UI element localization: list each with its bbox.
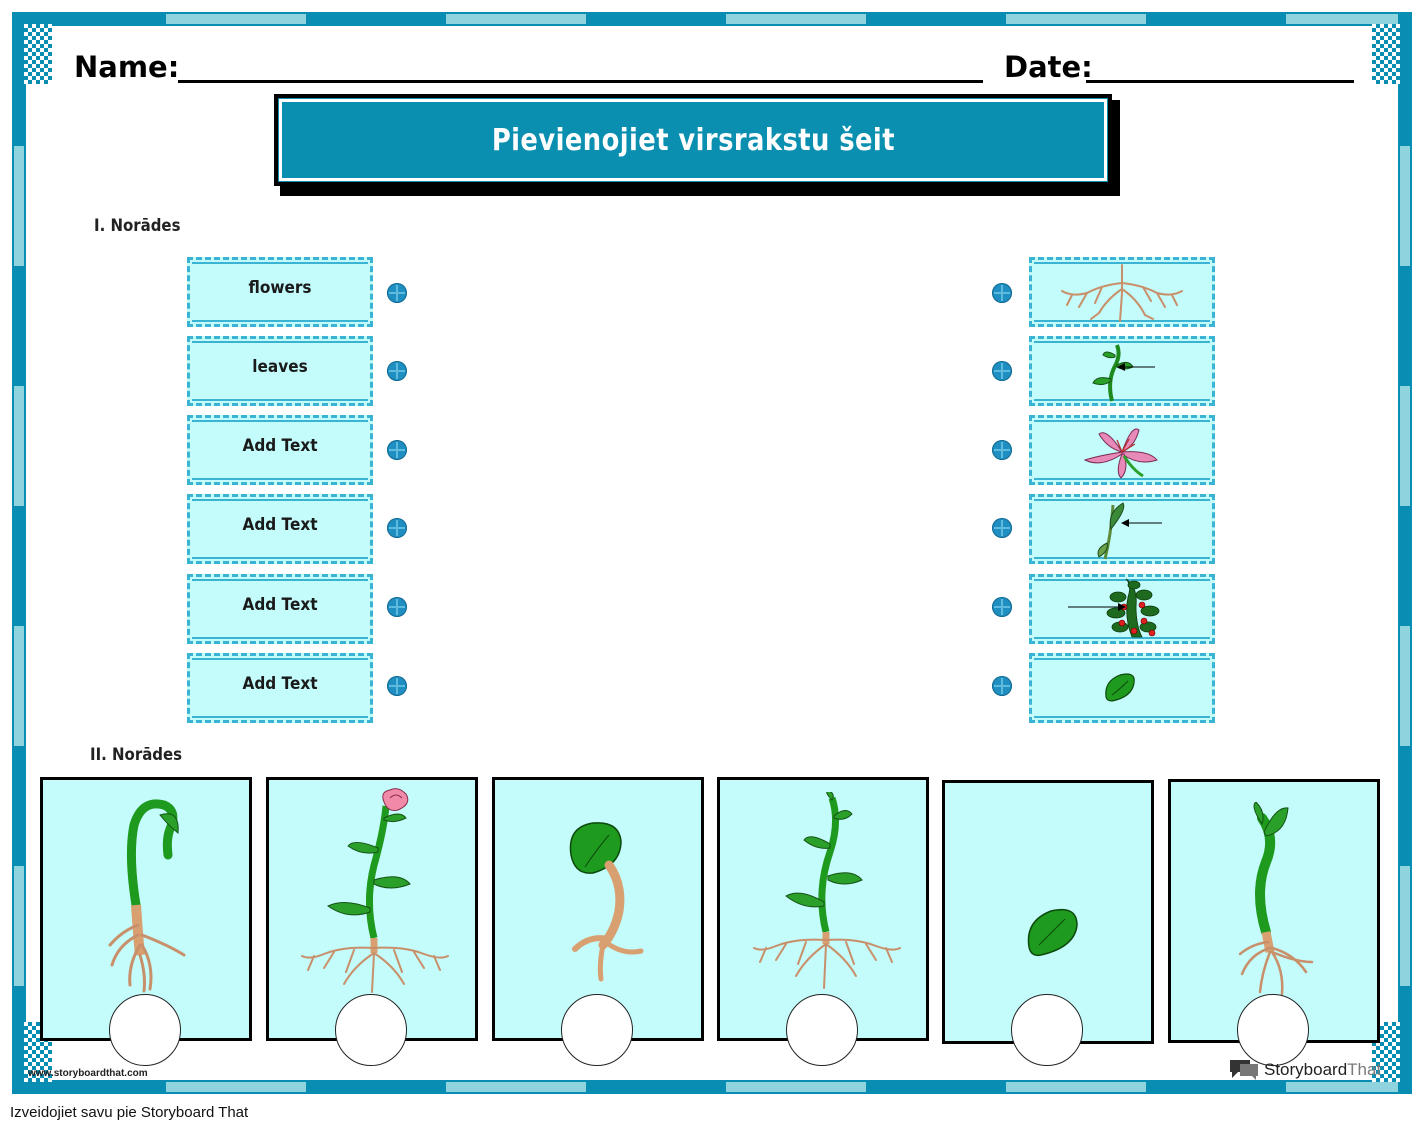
sequence-panel[interactable] — [40, 777, 252, 1066]
border-stripe-top — [26, 14, 1398, 24]
match-dot-right[interactable] — [992, 597, 1012, 617]
tomato-plant-arrow-icon — [1068, 578, 1160, 638]
match-dot-left[interactable] — [387, 676, 407, 696]
left-card-text: Add Text — [242, 436, 318, 456]
order-circle[interactable] — [335, 994, 407, 1066]
left-card[interactable]: flowers — [187, 257, 373, 327]
stem-with-leaves-arrow-icon — [1092, 344, 1155, 402]
order-circle[interactable] — [1237, 994, 1309, 1066]
left-card-text: Add Text — [242, 515, 318, 535]
sequence-panel[interactable] — [1168, 779, 1380, 1066]
section-1-label: I. Norādes — [94, 216, 181, 236]
name-label: Name: — [74, 50, 180, 84]
right-card[interactable] — [1029, 257, 1215, 327]
sequence-panel[interactable] — [492, 777, 704, 1066]
sequence-panel[interactable] — [717, 777, 929, 1066]
left-card-text: leaves — [252, 357, 308, 377]
left-card-text: Add Text — [242, 595, 318, 615]
border-stripe-bottom — [26, 1082, 1398, 1092]
right-card[interactable] — [1029, 574, 1215, 644]
seed-icon — [1105, 673, 1135, 702]
match-dot-right[interactable] — [992, 676, 1012, 696]
left-card[interactable]: Add Text — [187, 653, 373, 723]
left-card[interactable]: leaves — [187, 336, 373, 406]
section-2-label: II. Norādes — [90, 745, 183, 765]
germinating-seed-icon — [569, 822, 644, 982]
seedling-with-roots-icon — [1238, 802, 1314, 996]
match-dot-right[interactable] — [992, 283, 1012, 303]
left-card[interactable]: Add Text — [187, 574, 373, 644]
right-card[interactable] — [1029, 653, 1215, 723]
match-dot-left[interactable] — [387, 361, 407, 381]
border-stripe-right — [1400, 26, 1410, 1080]
roots-icon — [1061, 264, 1183, 322]
brand-light: That — [1347, 1060, 1382, 1079]
seed-icon — [1027, 908, 1078, 957]
corner-checker — [24, 24, 52, 84]
order-circle[interactable] — [561, 994, 633, 1066]
order-circle[interactable] — [1011, 994, 1083, 1066]
match-dot-left[interactable] — [387, 518, 407, 538]
name-line[interactable] — [178, 80, 983, 83]
order-circle[interactable] — [109, 994, 181, 1066]
right-card[interactable] — [1029, 415, 1215, 485]
date-line[interactable] — [1086, 80, 1354, 83]
brand-main: Storyboard — [1264, 1060, 1348, 1079]
border-stripe-left — [14, 26, 24, 1080]
right-card[interactable] — [1029, 494, 1215, 564]
flowering-plant-with-roots-icon — [301, 788, 449, 993]
match-dot-left[interactable] — [387, 283, 407, 303]
left-card[interactable]: Add Text — [187, 415, 373, 485]
match-dot-right[interactable] — [992, 361, 1012, 381]
corner-checker — [24, 1022, 52, 1082]
young-plant-with-roots-icon — [753, 792, 901, 989]
left-card[interactable]: Add Text — [187, 494, 373, 564]
title-banner[interactable]: Pievienojiet virsrakstu šeit — [274, 94, 1112, 186]
order-circle[interactable] — [786, 994, 858, 1066]
date-label: Date: — [1004, 50, 1093, 84]
right-card[interactable] — [1029, 336, 1215, 406]
brand-text: StoryboardThat — [1264, 1060, 1381, 1080]
pink-lily-flower-icon — [1083, 428, 1158, 479]
speech-bubble-icon — [1230, 1060, 1258, 1080]
match-dot-left[interactable] — [387, 597, 407, 617]
match-dot-right[interactable] — [992, 518, 1012, 538]
page-title: Pievienojiet virsrakstu šeit — [491, 122, 895, 158]
match-dot-left[interactable] — [387, 440, 407, 460]
footer-url[interactable]: www.storyboardthat.com — [28, 1068, 148, 1079]
sprout-curled-with-roots-icon — [108, 799, 186, 993]
match-dot-right[interactable] — [992, 440, 1012, 460]
footer-caption: Izveidojiet savu pie Storyboard That — [10, 1104, 249, 1121]
sequence-panel[interactable] — [942, 780, 1154, 1066]
leaf-on-stem-arrow-icon — [1097, 502, 1162, 560]
corner-checker — [1372, 24, 1400, 84]
left-card-text: Add Text — [242, 674, 318, 694]
left-card-text: flowers — [248, 278, 312, 298]
storyboardthat-logo[interactable]: StoryboardThat — [1228, 1058, 1381, 1082]
sequence-panel[interactable] — [266, 777, 478, 1066]
